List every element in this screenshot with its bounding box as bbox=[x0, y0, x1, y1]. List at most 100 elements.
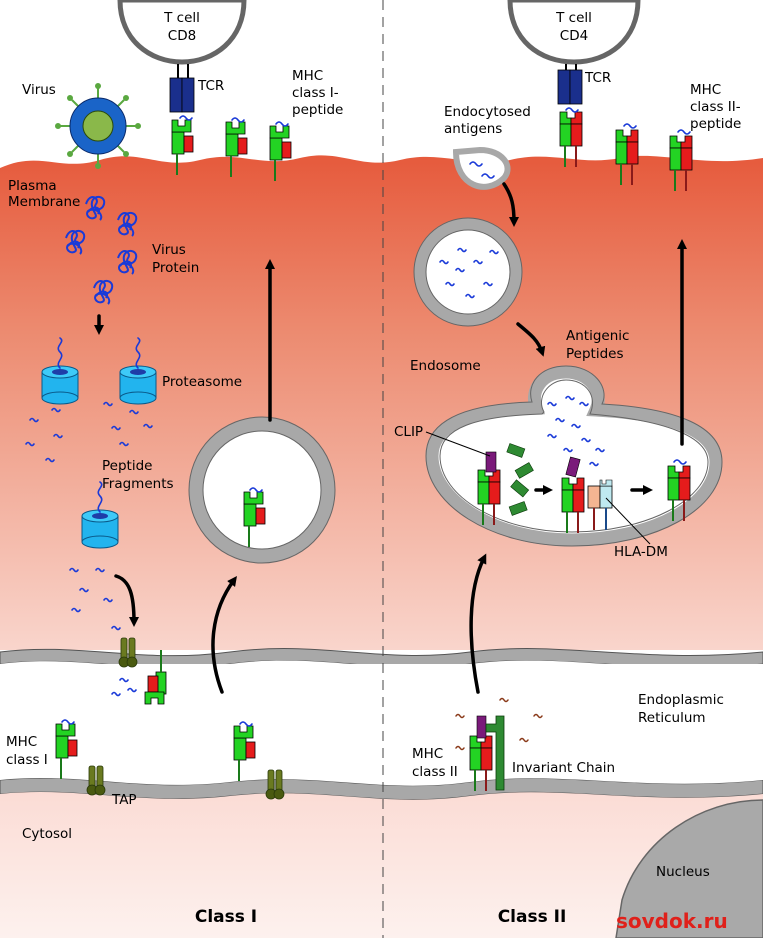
peptide-squiggle bbox=[69, 567, 79, 573]
mhc1-peptide-label-line3: peptide bbox=[292, 102, 343, 118]
tcr-right-icon bbox=[557, 64, 583, 105]
tcell-cd8 bbox=[117, 0, 247, 65]
endosome-label: Endosome bbox=[410, 358, 481, 374]
mhc2-invariant-chain bbox=[469, 715, 505, 792]
peptide-squiggle bbox=[103, 401, 113, 407]
plasma-membrane-label-line1: Plasma bbox=[8, 178, 57, 194]
peptide-squiggle bbox=[25, 441, 35, 447]
mhc1-peptide-label-line2: class I- bbox=[292, 85, 339, 101]
peptide-squiggle bbox=[579, 401, 589, 407]
tcell-cd4-label-line1: T cell bbox=[555, 10, 592, 26]
peptide-fragments-label-line2: Fragments bbox=[102, 476, 174, 492]
antigenic-peptides-label-line1: Antigenic bbox=[566, 328, 629, 344]
mhc1-loading-tap bbox=[144, 650, 167, 705]
peptide-squiggle bbox=[103, 597, 113, 603]
mhc1-peptide-label-line1: MHC bbox=[292, 68, 323, 84]
clip-label: CLIP bbox=[394, 424, 423, 440]
proteasome-icon-1 bbox=[41, 365, 79, 405]
peptide-squiggle bbox=[565, 395, 575, 401]
proteasome-label: Proteasome bbox=[162, 374, 242, 390]
mhc2-peptide-label-line3: peptide bbox=[690, 116, 741, 132]
peptide-squiggle bbox=[483, 281, 493, 287]
peptide-squiggle bbox=[79, 587, 89, 593]
class1-title: Class I bbox=[195, 907, 257, 927]
cytosol-region bbox=[0, 792, 763, 938]
nucleus-label: Nucleus bbox=[656, 864, 710, 880]
peptide-squiggle bbox=[129, 409, 139, 415]
mhc2-label-line2: class II bbox=[412, 764, 458, 780]
peptide-squiggle bbox=[589, 461, 599, 467]
virus-protein-label-line2: Protein bbox=[152, 260, 199, 276]
virus-label: Virus bbox=[22, 82, 56, 98]
peptide-squiggle bbox=[581, 437, 591, 443]
peptide-squiggle bbox=[51, 407, 61, 413]
peptide-squiggle bbox=[457, 247, 467, 253]
watermark: sovdok.ru bbox=[616, 909, 728, 933]
hla-dm-label: HLA-DM bbox=[614, 544, 668, 560]
tcr-left-label: TCR bbox=[197, 78, 224, 94]
tap-label: TAP bbox=[111, 792, 137, 808]
mhc2-peptide-label-line2: class II- bbox=[690, 99, 741, 115]
peptide-squiggle bbox=[53, 433, 63, 439]
er-label-line2: Reticulum bbox=[638, 710, 706, 726]
tcell-cd4 bbox=[507, 0, 641, 65]
peptide-squiggle bbox=[143, 423, 153, 429]
antigenic-peptides bbox=[547, 395, 605, 467]
peptide-squiggle bbox=[571, 423, 581, 429]
peptide-squiggle bbox=[111, 425, 121, 431]
proteasome-icon-3 bbox=[81, 509, 119, 549]
peptide-squiggle bbox=[111, 691, 121, 697]
peptide-squiggle bbox=[455, 267, 465, 273]
nucleus bbox=[615, 799, 763, 938]
endocytosed-peptides bbox=[439, 247, 499, 299]
mhc2-peptide-label-line1: MHC bbox=[690, 82, 721, 98]
peptide-squiggle bbox=[445, 281, 455, 287]
peptide-squiggle bbox=[119, 441, 129, 447]
peptide-squiggle bbox=[563, 447, 573, 453]
class2-title: Class II bbox=[498, 907, 567, 927]
invariant-chain-label: Invariant Chain bbox=[512, 760, 615, 776]
mhc1-label-line1: MHC bbox=[6, 734, 37, 750]
er-white-band bbox=[0, 660, 763, 786]
peptide-squiggle bbox=[111, 625, 121, 631]
peptide-squiggle bbox=[465, 293, 475, 299]
peptide-squiggle bbox=[119, 677, 129, 683]
clip-fragments bbox=[506, 443, 534, 516]
er-label-line1: Endoplasmic bbox=[638, 692, 724, 708]
endocytic-vesicle bbox=[414, 218, 522, 326]
peptide-squiggle bbox=[473, 259, 483, 265]
tcr-right-label: TCR bbox=[584, 70, 611, 86]
proteasome-icon-2 bbox=[119, 365, 157, 405]
peptide-squiggle bbox=[95, 567, 105, 573]
endocytosed-label-line2: antigens bbox=[444, 121, 502, 137]
peptide-squiggle bbox=[595, 447, 605, 453]
tcell-cd8-label-line2: CD8 bbox=[168, 28, 196, 44]
endosome bbox=[425, 365, 723, 547]
virus-icon bbox=[55, 83, 141, 169]
tcell-cd8-label-line1: T cell bbox=[163, 10, 200, 26]
peptide-squiggle bbox=[489, 249, 499, 255]
mhc2-with-clip bbox=[477, 451, 501, 526]
peptide-squiggle bbox=[71, 607, 81, 613]
peptide-squiggle bbox=[439, 259, 449, 265]
peptide-squiggle bbox=[547, 401, 557, 407]
cytosol-label: Cytosol bbox=[22, 826, 72, 842]
peptide-squiggle bbox=[29, 417, 39, 423]
peptide-squiggle bbox=[127, 687, 137, 693]
peptide-squiggle bbox=[555, 417, 565, 423]
peptide-squiggle bbox=[45, 457, 55, 463]
peptide-fragments bbox=[25, 401, 153, 697]
virus-protein-label-line1: Virus bbox=[152, 242, 186, 258]
antigenic-peptides-label-line2: Peptides bbox=[566, 346, 624, 362]
endocytosed-label-line1: Endocytosed bbox=[444, 104, 531, 120]
plasma-membrane-label-line2: Membrane bbox=[8, 194, 80, 210]
mhc1-label-line2: class I bbox=[6, 752, 48, 768]
mhc2-label-line1: MHC bbox=[412, 746, 443, 762]
hla-dm-icon bbox=[587, 479, 613, 530]
tcr-left-icon bbox=[169, 64, 195, 113]
tcell-cd4-label-line2: CD4 bbox=[560, 28, 588, 44]
endocytosis-pit bbox=[452, 146, 511, 190]
peptide-squiggle bbox=[547, 433, 557, 439]
